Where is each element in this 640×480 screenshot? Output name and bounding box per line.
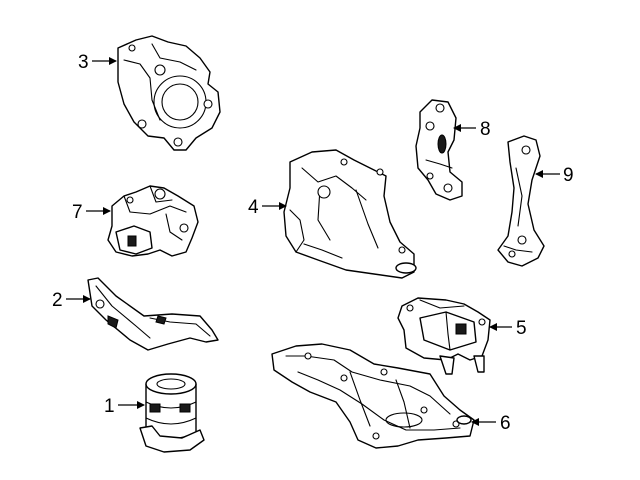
callout-label-2: 2 [52, 290, 63, 311]
callout-label-7: 7 [72, 202, 83, 223]
callout-4: 4 [248, 197, 287, 218]
callout-7: 7 [72, 202, 111, 223]
callout-label-1: 1 [104, 396, 115, 417]
callout-label-6: 6 [500, 413, 511, 434]
part-7-bracket[interactable] [107, 185, 199, 257]
callout-3: 3 [78, 52, 117, 73]
callout-label-3: 3 [78, 52, 89, 73]
callout-9: 9 [535, 165, 574, 186]
part-1-engine-mount[interactable] [139, 373, 205, 453]
callout-5: 5 [489, 318, 527, 339]
part-2-strut-bracket[interactable] [87, 277, 219, 351]
part-9-support[interactable] [497, 135, 545, 267]
callout-6: 6 [471, 413, 511, 434]
callout-8: 8 [453, 119, 491, 140]
part-6-crossmember[interactable] [271, 343, 475, 449]
callout-1: 1 [104, 396, 145, 417]
callout-label-8: 8 [480, 119, 491, 140]
callout-2: 2 [52, 290, 91, 311]
part-4-mount-bracket[interactable] [283, 149, 417, 279]
part-5-mount[interactable] [397, 297, 491, 375]
callout-label-5: 5 [516, 318, 527, 339]
part-3-housing[interactable] [117, 35, 221, 151]
callout-label-9: 9 [563, 165, 574, 186]
part-8-plate[interactable] [415, 99, 463, 201]
callout-label-4: 4 [248, 197, 259, 218]
